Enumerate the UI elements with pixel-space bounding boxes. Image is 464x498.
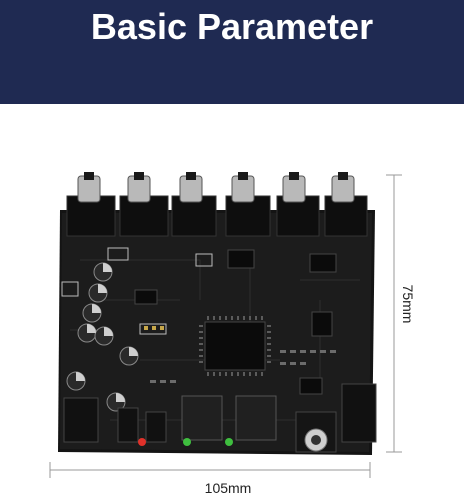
dimension-lines xyxy=(49,174,402,478)
capacitors xyxy=(66,262,139,412)
width-dimension-label: 105mm xyxy=(204,480,252,496)
pcb-board xyxy=(58,210,375,455)
page-title: Basic Parameter xyxy=(90,6,374,47)
bottom-connectors xyxy=(63,383,377,453)
title-banner: Basic Parameter xyxy=(0,0,464,104)
status-leds xyxy=(138,438,233,446)
height-dimension-label: 75mm xyxy=(400,284,416,324)
rca-jacks xyxy=(66,172,368,237)
